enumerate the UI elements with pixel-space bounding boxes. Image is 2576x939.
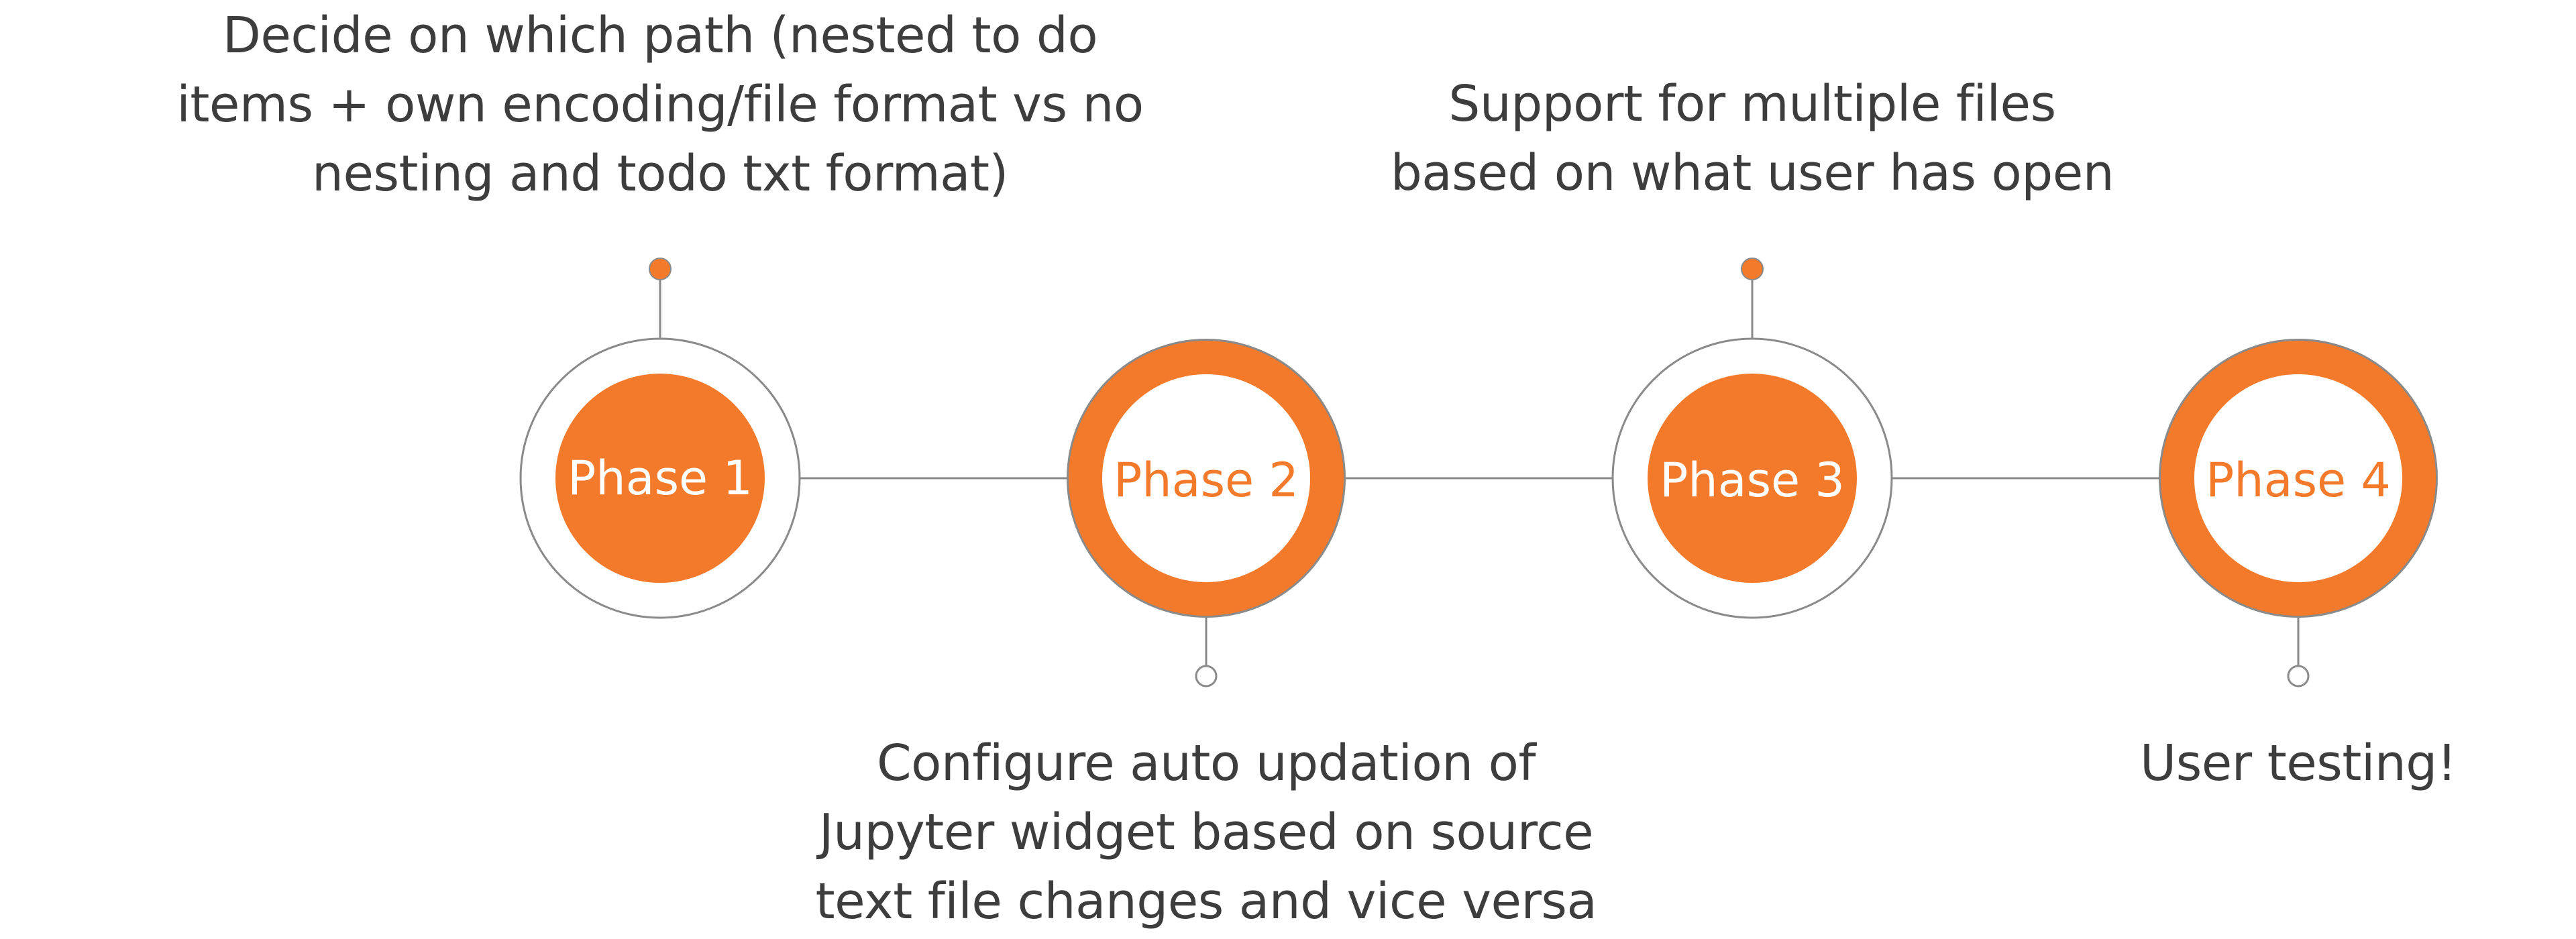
phase-3-marker-dot xyxy=(1741,258,1764,280)
phase-1-node: Phase 1 xyxy=(519,258,801,619)
phase-4-node: Phase 4 xyxy=(2159,339,2438,687)
phase-4-marker-dot xyxy=(2287,665,2310,687)
phase-4-label: Phase 4 xyxy=(2206,453,2391,508)
phase-2-description-line: Configure auto updation of xyxy=(876,734,1536,792)
phase-3-description: Support for multiple files based on what… xyxy=(1391,70,2114,208)
phase-3-description-line: based on what user has open xyxy=(1390,144,2114,202)
phase-3-label: Phase 3 xyxy=(1660,453,1845,508)
phase-1-label: Phase 1 xyxy=(568,451,753,506)
phase-2-node: Phase 2 xyxy=(1067,339,1346,687)
phase-3-description-line: Support for multiple files xyxy=(1448,75,2056,133)
phase-2-description-line: text file changes and vice versa xyxy=(815,873,1597,930)
phase-4-inner-disc xyxy=(2194,374,2402,582)
phase-3-inner-disc xyxy=(1648,374,1857,583)
phase-2-description: Configure auto updation of Jupyter widge… xyxy=(816,729,1597,936)
phase-1-marker-dot xyxy=(649,258,672,280)
phase-2-inner-disc xyxy=(1102,374,1310,582)
phase-1-description-line: items + own encoding/file format vs no xyxy=(176,76,1144,133)
phase-1-description-line: Decide on which path (nested to do xyxy=(222,7,1098,64)
phase-4-description: User testing! xyxy=(2140,729,2457,798)
phase-2-label: Phase 2 xyxy=(1114,453,1299,508)
phase-1-description: Decide on which path (nested to do items… xyxy=(176,1,1144,209)
phase-2-marker-dot xyxy=(1195,665,1218,687)
phase-1-inner-disc xyxy=(555,374,765,583)
phase-4-description-line: User testing! xyxy=(2140,734,2457,792)
phase-3-node: Phase 3 xyxy=(1611,258,1893,619)
phase-1-description-line: nesting and todo txt format) xyxy=(312,145,1008,203)
phase-2-description-line: Jupyter widget based on source xyxy=(818,804,1594,861)
